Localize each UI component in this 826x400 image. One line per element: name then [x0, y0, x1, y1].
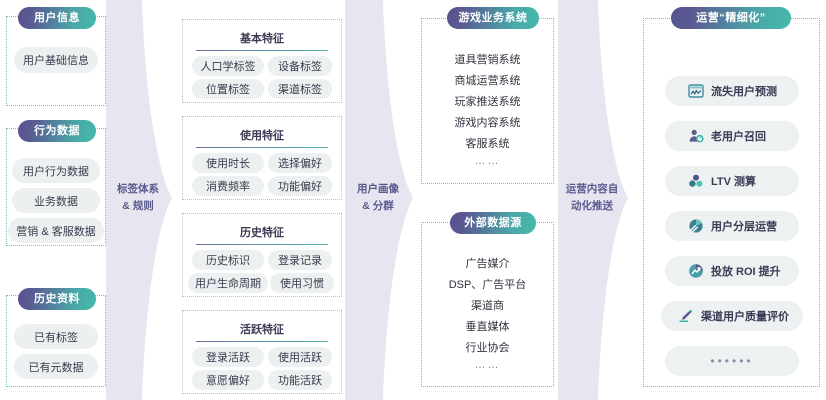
- section-title-history-features: 历史特征: [240, 227, 284, 239]
- action-label: 投放 ROI 提升: [711, 266, 781, 278]
- row-item-customer-service-system: 客服系统: [465, 138, 510, 150]
- chip-channel-tag[interactable]: 渠道标签: [268, 79, 332, 99]
- cluster-dots-icon: [687, 173, 704, 190]
- row-item-marketing-system: 道具营销系统: [454, 54, 521, 66]
- row-item-ad-media: 广告媒介: [465, 258, 510, 270]
- section-title-basic-features: 基本特征: [240, 33, 284, 45]
- chip-usage-active[interactable]: 使用活跃: [268, 347, 332, 367]
- chip-user-lifecycle[interactable]: 用户生命周期: [188, 273, 268, 293]
- action-roi-growth[interactable]: 投放 ROI 提升: [665, 256, 799, 286]
- group-title-behavior-data: 行为数据: [18, 120, 96, 142]
- chip-usage-habit[interactable]: 使用习惯: [270, 273, 334, 293]
- row-item-dsp-ad-platform: DSP、广告平台: [448, 279, 527, 291]
- pencil-rating-icon: [677, 308, 694, 325]
- section-title-usage-features: 使用特征: [240, 130, 284, 142]
- group-title-game-business-system: 游戏业务系统: [447, 7, 539, 29]
- group-title-external-data-source: 外部数据源: [450, 212, 536, 234]
- chip-login-active[interactable]: 登录活跃: [192, 347, 264, 367]
- action-more-label: ••••••: [710, 354, 754, 368]
- row-item-mall-system: 商城运营系统: [454, 75, 521, 87]
- chip-user-base-info[interactable]: 用户基础信息: [14, 47, 98, 73]
- group-title-history-material: 历史资料: [18, 288, 96, 310]
- section-rule-usage-features: [196, 147, 328, 148]
- row-item-channel-provider: 渠道商: [471, 300, 504, 312]
- row-item-player-push-system: 玩家推送系统: [454, 96, 521, 108]
- action-label: 用户分层运营: [711, 221, 777, 233]
- roi-growth-icon: [687, 263, 704, 280]
- chip-function-active[interactable]: 功能活跃: [268, 370, 332, 390]
- action-label: 渠道用户质量评价: [701, 311, 789, 323]
- section-rule-history-features: [196, 244, 328, 245]
- arrow-tag-system: [106, 0, 174, 400]
- group-title-user-info: 用户信息: [18, 7, 96, 29]
- arrow-user-profile: [345, 0, 415, 400]
- group-box-external-data-source: [421, 222, 554, 387]
- action-user-segmentation[interactable]: 用户分层运营: [665, 211, 799, 241]
- row-item-vertical-media: 垂直媒体: [465, 321, 510, 333]
- chip-login-record[interactable]: 登录记录: [268, 250, 332, 270]
- row-item-game-content-system: 游戏内容系统: [454, 117, 521, 129]
- chip-history-identity[interactable]: 历史标识: [192, 250, 264, 270]
- arrow-label-user-profile: 用户画像 & 分群: [347, 181, 409, 215]
- arrow-label-line2: & 分群: [362, 200, 394, 212]
- action-label: 老用户召回: [711, 131, 766, 143]
- chip-function-preference[interactable]: 功能偏好: [268, 176, 332, 196]
- action-label: LTV 测算: [711, 176, 757, 188]
- row-item-industry-association: 行业协会: [465, 342, 510, 354]
- arrow-label-line1: 运营内容自: [565, 183, 619, 195]
- arrow-content-automation: [558, 0, 630, 400]
- arrow-label-line1: 用户画像: [357, 183, 399, 195]
- layered-segment-icon: [687, 218, 704, 235]
- arrow-label-tag-system: 标签体系 & 规则: [108, 181, 168, 215]
- action-user-recall[interactable]: 老用户召回: [665, 121, 799, 151]
- chip-business-data[interactable]: 业务数据: [12, 188, 100, 213]
- section-title-active-features: 活跃特征: [240, 324, 284, 336]
- ellipsis-game-business-system: ……: [474, 155, 501, 167]
- arrow-label-line2: 动化推送: [571, 200, 613, 212]
- group-box-refined-operations: [643, 18, 820, 387]
- user-recall-icon: [687, 128, 704, 145]
- chip-location-tag[interactable]: 位置标签: [192, 79, 264, 99]
- chip-user-behavior-data[interactable]: 用户行为数据: [12, 158, 100, 183]
- arrow-label-content-automation: 运营内容自 动化推送: [558, 181, 626, 215]
- chip-marketing-service-data[interactable]: 营销 & 客服数据: [8, 218, 104, 243]
- chip-demographic-tag[interactable]: 人口学标签: [192, 56, 264, 76]
- action-churn-prediction[interactable]: 流失用户预测: [665, 76, 799, 106]
- arrow-label-line2: & 规则: [122, 200, 154, 212]
- chip-existing-tags[interactable]: 已有标签: [14, 324, 98, 349]
- action-ltv-calculation[interactable]: LTV 测算: [665, 166, 799, 196]
- arrow-label-line1: 标签体系: [117, 183, 159, 195]
- chip-device-tag[interactable]: 设备标签: [268, 56, 332, 76]
- chip-usage-duration[interactable]: 使用时长: [192, 153, 264, 173]
- chart-monitor-icon: [687, 83, 704, 100]
- section-rule-active-features: [196, 341, 328, 342]
- group-box-game-business-system: [421, 18, 554, 184]
- chip-consumption-frequency[interactable]: 消费频率: [192, 176, 264, 196]
- section-rule-basic-features: [196, 50, 328, 51]
- group-title-refined-operations: 运营“精细化”: [671, 7, 791, 29]
- chip-intent-preference[interactable]: 意愿偏好: [192, 370, 264, 390]
- chip-selection-preference[interactable]: 选择偏好: [268, 153, 332, 173]
- action-more[interactable]: ••••••: [665, 346, 799, 376]
- action-channel-quality-rating[interactable]: 渠道用户质量评价: [661, 301, 803, 331]
- ellipsis-external-data-source: ……: [474, 359, 501, 371]
- action-label: 流失用户预测: [711, 86, 777, 98]
- chip-existing-metadata[interactable]: 已有元数据: [14, 354, 98, 379]
